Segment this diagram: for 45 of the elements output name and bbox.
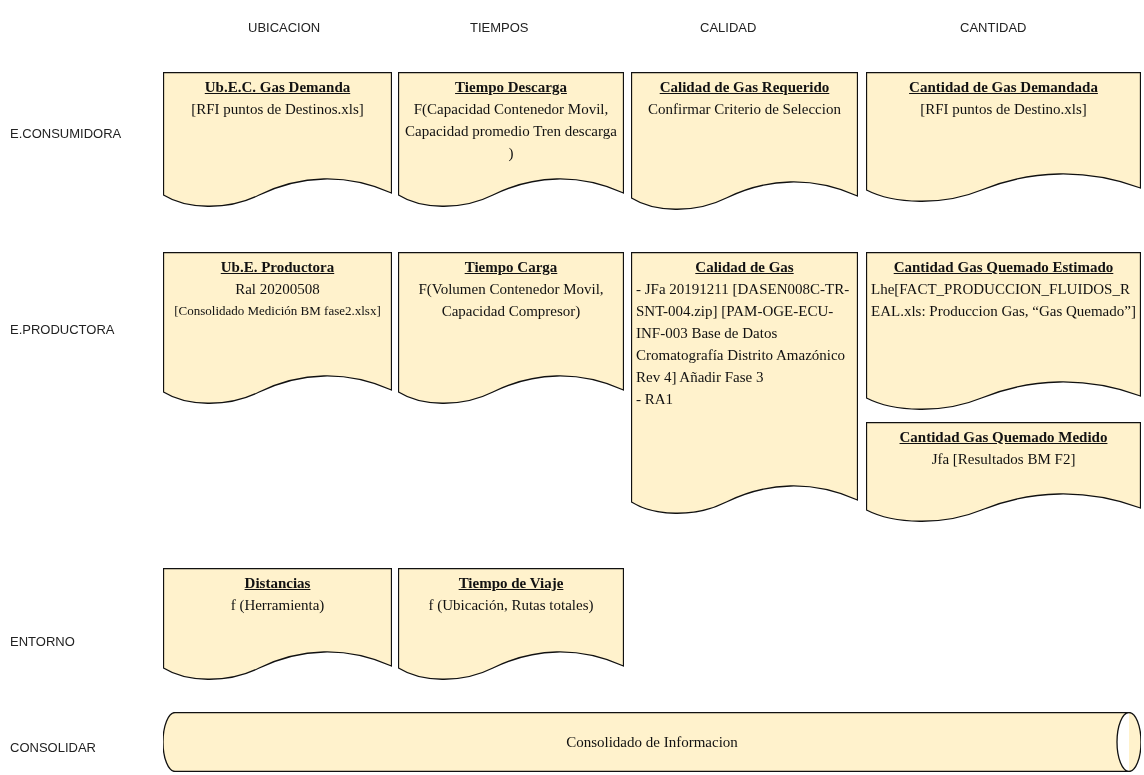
column-header: CANTIDAD (960, 20, 1027, 35)
document-shape (631, 252, 858, 514)
node-heading: Distancias (243, 574, 312, 593)
node-heading: Tiempo Descarga (454, 78, 568, 97)
document-shape (866, 422, 1141, 522)
node-heading: Ub.E.C. Gas Demanda (203, 78, 352, 97)
node-heading: Ub.E. Productora (219, 258, 336, 277)
document-shape (398, 252, 624, 404)
document-shape (398, 568, 624, 680)
node-text: [RFI puntos de Destino.xls] (919, 100, 1088, 119)
node-text: [Consolidado Medición BM fase2.xlsx] (173, 302, 382, 320)
node-text: [RFI puntos de Destinos.xls] (190, 100, 365, 119)
node-text: f (Ubicación, Rutas totales) (427, 596, 595, 615)
node-text: F(Capacidad Contenedor Movil, Capacidad promedio Tren descarga ) (404, 100, 618, 163)
node-text: F(Volumen Contenedor Movil, Capacidad Compresor) (417, 280, 605, 321)
column-header: TIEMPOS (470, 20, 529, 35)
row-label: ENTORNO (10, 634, 75, 649)
row-label: CONSOLIDAR (10, 740, 96, 755)
node-heading: Cantidad Gas Quemado Medido (898, 428, 1109, 447)
column-header: CALIDAD (700, 20, 757, 35)
row-label: E.CONSUMIDORA (10, 126, 122, 141)
node-heading: Cantidad de Gas Demandada (908, 78, 1099, 97)
node-text: Ral 20200508 (234, 280, 321, 299)
document-shape (398, 72, 624, 207)
document-shape (163, 252, 392, 404)
node-text: - RA1 (636, 390, 675, 409)
document-shape (866, 72, 1141, 202)
node-heading: Calidad de Gas (694, 258, 795, 277)
node-text: Lhe[FACT_PRODUCCION_FLUIDOS_REAL.xls: Produccion Gas, “Gas Quemado”] (871, 280, 1136, 321)
node-heading: Calidad de Gas Requerido (658, 78, 831, 97)
node-text: f (Herramienta) (229, 596, 326, 615)
cylinder-shape (163, 712, 1141, 772)
document-shape (631, 72, 858, 210)
node-text: - JFa 20191211 [DASEN008C-TR-SNT-004.zip] [PAM-OGE-ECU-INF-003 Base de Datos Cromatografía Distrito Amazónico Rev 4] Añadir Fase 3 (636, 280, 851, 387)
row-label: E.PRODUCTORA (10, 322, 115, 337)
node-text: Jfa [Resultados BM F2] (930, 450, 1077, 469)
document-shape (163, 568, 392, 680)
document-shape (866, 252, 1141, 410)
node-text: Confirmar Criterio de Seleccion (647, 100, 842, 119)
node-text: Consolidado de Informacion (566, 733, 738, 752)
node-heading: Tiempo de Viaje (457, 574, 565, 593)
node-heading: Tiempo Carga (463, 258, 559, 277)
document-shape (163, 72, 392, 207)
column-header: UBICACION (248, 20, 321, 35)
node-heading: Cantidad Gas Quemado Estimado (892, 258, 1115, 277)
